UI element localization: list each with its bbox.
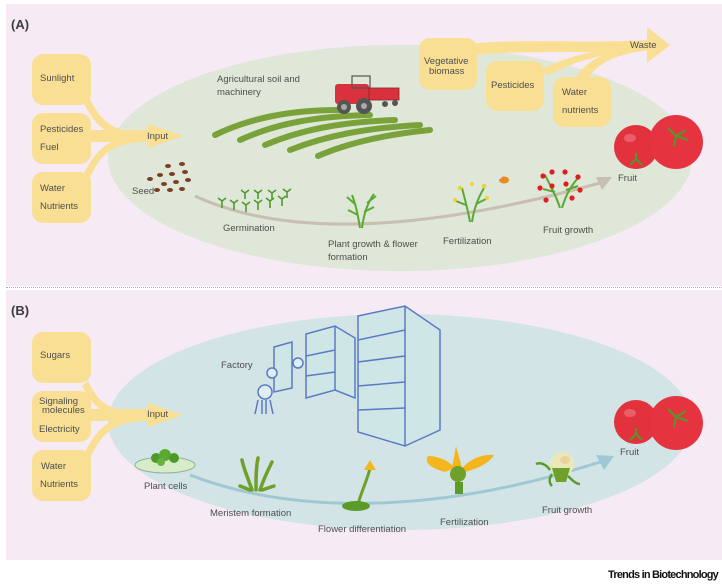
open-flower-icon [426,446,494,494]
waste-arrow-label: Waste [630,40,657,51]
journal-credit: Trends in Biotechnology [608,569,719,581]
seed-icon [147,162,191,192]
waste-label: biomass [429,66,465,77]
input-label: Sugars [40,350,71,361]
tractor-icon [335,75,400,114]
stage-label-plant-growth: formation [328,252,368,263]
input-label: Sunlight [40,73,75,84]
stage-label-plant-growth: Plant growth & flower [328,239,418,250]
input-box-sugars: Sugars [32,332,91,383]
fruiting-plant-icon [537,169,583,209]
stage-label-germination: Germination [223,223,275,234]
waste-label: Water [562,87,587,98]
flowering-plant-icon [453,182,489,223]
stage-label-flower-differentiation: Flower differentiation [318,524,407,535]
stage-label-fruit: Fruit [620,447,639,458]
waste-box-water-nutrients: Water nutrients [553,77,611,127]
panel-b-growth-path-arrowhead [596,455,614,470]
waste-label: Vegetative [424,56,469,67]
stage-label-fertilization: Fertilization [443,236,492,247]
stage-label-fruit-growth: Fruit growth [542,505,593,516]
input-label: Fuel [40,142,59,153]
scene-label-factory: Factory [221,360,253,371]
stage-label-fruit: Fruit [618,173,637,184]
panel-a-growth-path [194,181,601,226]
growing-plant-icon [346,193,377,229]
tomato-fruit-icon [614,396,703,450]
input-box-sunlight: Sunlight [32,54,91,105]
input-label: Water [41,461,66,472]
panel-b-label: (B) [11,303,30,318]
waste-label: Pesticides [491,80,535,91]
bee-icon [496,175,509,184]
input-label: Water [40,183,65,194]
stage-label-fertilization: Fertilization [440,517,489,528]
robot-arm-icon [254,357,304,415]
petri-dish-plant-cells-icon [134,449,196,474]
input-label: Nutrients [40,201,79,212]
panel-a-growth-path-arrowhead [596,177,612,190]
input-label: Pesticides [40,124,84,135]
input-box-water-nutrients: Water Nutrients [32,172,91,223]
meristem-icon [238,456,276,492]
stage-label-fruit-growth: Fruit growth [543,225,594,236]
input-label: Electricity [39,424,80,435]
waste-box-vegetative-biomass: Vegetative biomass [419,38,477,90]
crop-field-icon [212,107,433,159]
panel-divider [6,287,722,288]
flower-bud-icon [342,460,376,511]
stage-label-meristem: Meristem formation [210,508,292,519]
input-box-signaling-electricity: Signaling molecules Electricity [32,391,91,442]
scene-label-soil: machinery [217,87,261,98]
panel-a-label: (A) [11,17,30,32]
input-label: Nutrients [40,479,79,490]
input-arrow-label: Input [147,409,169,420]
input-box-water-nutrients: Water Nutrients [32,450,91,501]
waste-box-pesticides: Pesticides [486,61,544,111]
waste-label: nutrients [562,105,599,116]
input-arrow-label: Input [147,131,169,142]
stage-label-seed: Seed [132,186,155,197]
young-fruit-icon [535,452,581,487]
tomato-fruit-icon [614,115,703,169]
vertical-factory-icon [273,305,441,447]
input-label: molecules [42,405,85,416]
input-label: Signaling [39,396,79,407]
stage-label-plant-cells: Plant cells [144,481,188,492]
scene-label-soil: Agricultural soil and [217,74,300,85]
input-box-pesticides-fuel: Pesticides Fuel [32,113,91,164]
germination-seedlings-icon [217,188,292,212]
